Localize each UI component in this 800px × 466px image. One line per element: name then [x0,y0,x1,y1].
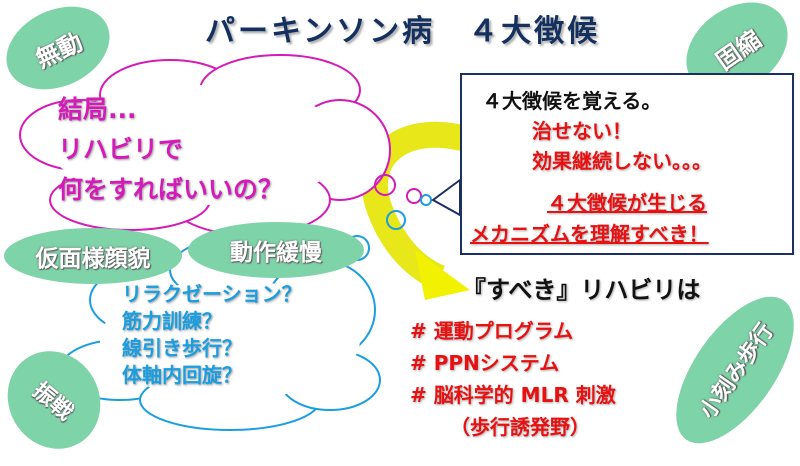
callout-line: メカニズムを理解すべき！ [470,222,709,246]
badge-label: 無動 [31,27,87,74]
question-text: 結局... リハビリで 何をすればいいの？ [58,90,283,210]
arrow-head [415,250,470,300]
badge-label: 動作緩慢 [230,240,322,266]
question-line: 何をすればいいの？ [58,175,284,204]
badge-label: 仮面様顔貌 [35,246,151,272]
curved-arrow [362,121,474,291]
question-cloud [19,54,391,236]
callout-line: ４大徴候を覚える。 [482,89,662,113]
callout-line: ４大徴候が生じる [547,191,707,215]
page-title: パーキンソン病 ４大徴候 [205,14,601,49]
callout-box: ４大徴候を覚える。 治せない！ 効果継続しない。。。 ４大徴候が生じる メカニズ… [460,73,794,255]
callout-line: 効果継続しない。。。 [532,149,712,173]
badge-masked-face: 仮面様顔貌 [4,228,182,284]
question-line: 結局... [58,95,137,124]
list-item: # 運動プログラム [410,319,574,343]
list-item: # PPNシステム [410,351,560,375]
option-line: リラクゼーション？ [122,282,302,306]
options-text: リラクゼーション？ 筋力訓練？ 線引き歩行？ 体軸内回旋？ [122,281,302,389]
option-line: 体軸内回旋？ [122,363,242,387]
badge-bradykinesia: 動作緩慢 [188,222,364,278]
should-rehab-heading: 『すべき』リハビリは [462,276,701,304]
callout-line: 治せない！ [532,119,632,143]
option-line: 筋力訓練？ [122,309,222,333]
option-line: 線引き歩行？ [122,336,242,360]
list-note: （歩行誘発野） [450,415,590,439]
list-item: # 脳科学的 MLR 刺激 [410,383,616,407]
badge-label: 固縮 [710,24,767,76]
should-rehab-list: # 運動プログラム # PPNシステム # 脳科学的 MLR 刺激 （歩行誘発野… [410,315,616,443]
badge-label: 振戦 [27,378,78,426]
question-line: リハビリで [58,135,184,164]
